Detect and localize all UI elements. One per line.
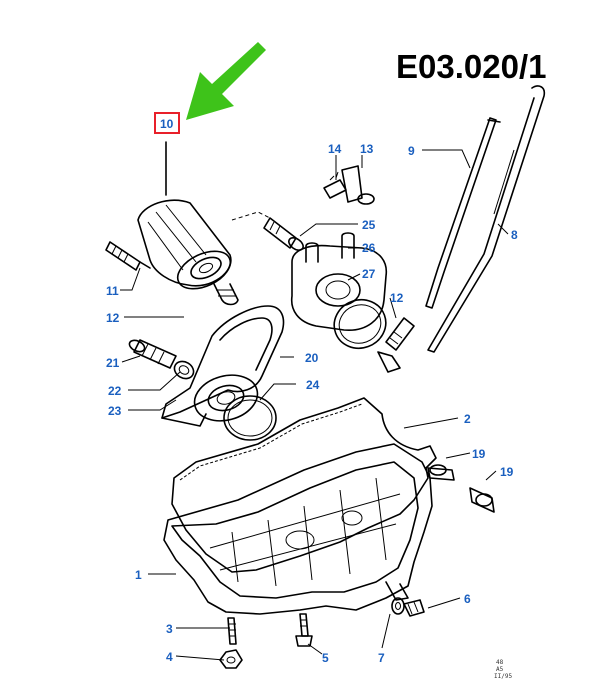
footer-code-3: II/95 <box>494 673 512 680</box>
bolt-3-drawing <box>227 617 237 645</box>
gasket-2-drawing <box>171 397 437 573</box>
part-label-6[interactable]: 6 <box>464 592 471 606</box>
part-label-5[interactable]: 5 <box>322 651 329 665</box>
part-label-1[interactable]: 1 <box>135 568 142 582</box>
bolt-19-left-drawing <box>427 464 455 481</box>
part-label-21[interactable]: 21 <box>106 356 120 370</box>
switch-13-14-drawing <box>323 165 375 205</box>
oil-pan-1-drawing <box>163 443 433 615</box>
green-arrow-icon <box>186 42 266 120</box>
part-label-25[interactable]: 25 <box>362 218 376 232</box>
leader-lines <box>120 149 509 661</box>
oil-filter-drawing <box>137 141 239 306</box>
washer-7-drawing <box>391 597 405 615</box>
seal-27-drawing <box>333 298 387 350</box>
part-label-13[interactable]: 13 <box>360 142 374 156</box>
oil-cooler-26-drawing <box>290 232 388 331</box>
part-label-26[interactable]: 26 <box>362 241 376 255</box>
sensor-11-drawing <box>105 241 151 271</box>
filter-bracket-20-23-drawing <box>161 305 285 427</box>
part-label-12-right[interactable]: 12 <box>390 291 404 305</box>
part-label-10[interactable]: 10 <box>160 117 174 131</box>
part-label-19-left[interactable]: 19 <box>472 447 486 461</box>
o-ring-24-drawing <box>223 395 277 441</box>
part-label-20[interactable]: 20 <box>305 351 319 365</box>
part-label-19-right[interactable]: 19 <box>500 465 514 479</box>
part-label-14[interactable]: 14 <box>328 142 342 156</box>
bolt-19-right-drawing <box>469 487 495 513</box>
part-label-3[interactable]: 3 <box>166 622 173 636</box>
part-label-24[interactable]: 24 <box>306 378 320 392</box>
highlight-box-10 <box>154 112 180 134</box>
part-label-9[interactable]: 9 <box>408 144 415 158</box>
stud-12-right-drawing <box>377 317 415 373</box>
plug-6-drawing <box>403 599 425 617</box>
part-label-11[interactable]: 11 <box>106 284 119 298</box>
diagram-code: E03.020/1 <box>396 48 546 85</box>
part-label-27[interactable]: 27 <box>362 267 376 281</box>
footer-code-1: 48 <box>496 659 504 666</box>
part-label-8[interactable]: 8 <box>511 228 518 242</box>
part-label-12-left[interactable]: 12 <box>106 311 120 325</box>
part-label-7[interactable]: 7 <box>378 651 385 665</box>
nut-4-drawing <box>219 649 243 669</box>
valve-21-drawing <box>128 339 177 369</box>
part-label-23[interactable]: 23 <box>108 404 122 418</box>
bolt-5-drawing <box>295 613 313 647</box>
part-label-22[interactable]: 22 <box>108 384 122 398</box>
footer-code-2: A5 <box>496 666 504 673</box>
part-label-4[interactable]: 4 <box>166 650 173 664</box>
fitting-25-drawing <box>263 217 304 251</box>
seal-22-drawing <box>173 360 195 380</box>
part-label-2[interactable]: 2 <box>464 412 471 426</box>
dipstick-tube-drawing <box>425 85 546 353</box>
